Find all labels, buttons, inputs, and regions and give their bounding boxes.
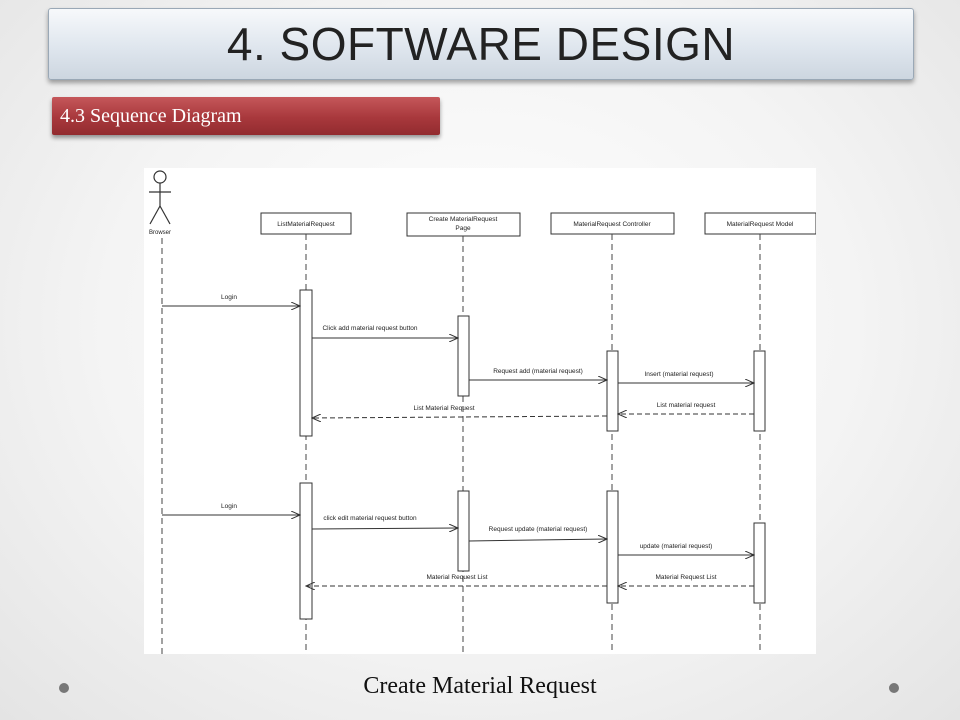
message-material-request-list-return: Material Request List xyxy=(618,574,754,586)
message-login-1: Login xyxy=(162,294,300,306)
sequence-diagram: Browser ListMaterialRequest Create Mater… xyxy=(144,168,816,654)
lifeline-label-list: ListMaterialRequest xyxy=(277,221,335,228)
message-insert: Insert (material request) xyxy=(618,371,754,383)
lifeline-label-create-line2: Page xyxy=(455,225,471,232)
lifelines xyxy=(161,234,761,654)
message-list-material-request-return: List material request xyxy=(618,402,754,414)
svg-text:update (material request): update (material request) xyxy=(640,543,713,550)
slide-title: 4. SOFTWARE DESIGN xyxy=(226,18,736,70)
subtitle-bar: 4.3 Sequence Diagram xyxy=(52,97,440,135)
svg-text:Request update (material reque: Request update (material request) xyxy=(489,526,588,533)
svg-text:List material request: List material request xyxy=(657,402,716,409)
message-update: update (material request) xyxy=(618,543,754,555)
message-list-material-request-to-list: List Material Request xyxy=(312,405,608,418)
actor-label: Browser xyxy=(149,230,171,236)
lifeline-label-model: MaterialRequest Model xyxy=(727,221,794,228)
activation-bars xyxy=(299,289,766,620)
svg-text:Material Request List: Material Request List xyxy=(426,574,487,581)
svg-text:click edit material request bu: click edit material request button xyxy=(323,515,417,522)
lifeline-label-create-line1: Create MaterialRequest xyxy=(429,216,498,223)
svg-text:List Material Request: List Material Request xyxy=(413,405,474,412)
sequence-diagram-canvas: Browser ListMaterialRequest Create Mater… xyxy=(149,170,816,654)
browser-actor xyxy=(149,170,171,225)
message-click-add: Click add material request button xyxy=(312,325,458,338)
svg-text:Login: Login xyxy=(221,294,237,301)
message-click-edit: click edit material request button xyxy=(311,515,458,529)
svg-text:Insert (material request): Insert (material request) xyxy=(645,371,714,378)
message-material-request-list-to-list: Material Request List xyxy=(306,574,607,586)
lifeline-label-controller: MaterialRequest Controller xyxy=(573,221,651,228)
svg-text:Request add (material request): Request add (material request) xyxy=(493,368,583,375)
message-login-2: Login xyxy=(162,503,300,515)
right-bullet-dot xyxy=(889,683,899,693)
svg-text:Click add material request but: Click add material request button xyxy=(322,325,417,332)
svg-text:Material Request List: Material Request List xyxy=(655,574,716,581)
message-request-update: Request update (material request) xyxy=(468,526,607,541)
title-bar: 4. SOFTWARE DESIGN xyxy=(48,8,914,80)
svg-text:Login: Login xyxy=(221,503,237,510)
diagram-caption: Create Material Request xyxy=(363,673,597,699)
left-bullet-dot xyxy=(59,683,69,693)
message-request-add: Request add (material request) xyxy=(469,368,607,380)
slide-subtitle: 4.3 Sequence Diagram xyxy=(60,104,242,127)
